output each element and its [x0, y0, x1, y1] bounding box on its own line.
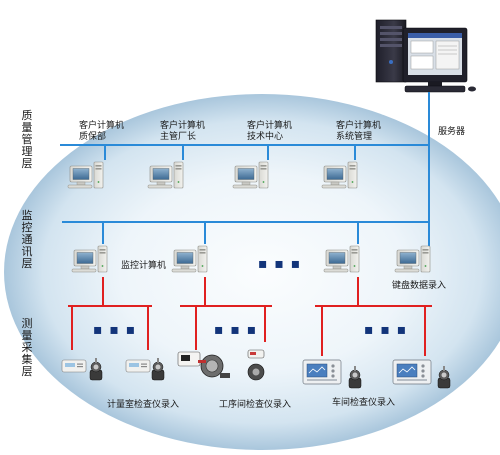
instrument-group-1-ellipsis: ▪ ▪ ▪	[93, 322, 137, 338]
client-label-2: 客户计算机 主管厂长	[160, 121, 205, 143]
client-label-2-line1: 客户计算机	[160, 121, 206, 131]
client-label-3-line1: 客户计算机	[247, 121, 293, 131]
instrument-group-1-label: 计量室检查仪录入	[107, 400, 180, 410]
instrument-group-2-label: 工序间检查仪录入	[219, 400, 292, 410]
layer-title-monitoring: 监控通讯层	[21, 209, 33, 270]
keyboard-entry-label: 键盘数据录入	[392, 281, 447, 291]
instrument-group-process	[177, 349, 265, 381]
client-label-4-line1: 客户计算机	[336, 121, 382, 131]
field-buses	[68, 277, 432, 356]
client-label-1-line1: 客户计算机	[79, 121, 125, 131]
layer-title-collection: 测量采集层	[21, 317, 33, 378]
client-label-1: 客户计算机 质保部	[79, 121, 124, 143]
server-label: 服务器	[438, 127, 466, 137]
server-computer	[375, 19, 476, 93]
client-label-3: 客户计算机 技术中心	[247, 121, 292, 143]
client-label-4-line2: 系统管理	[336, 132, 373, 142]
client-label-2-line2: 主管厂长	[160, 132, 197, 142]
client-label-3-line2: 技术中心	[247, 132, 284, 142]
layer-title-management: 质量管理层	[21, 109, 33, 170]
client-label-1-line2: 质保部	[79, 132, 107, 142]
instrument-group-3-ellipsis: ▪ ▪ ▪	[364, 322, 408, 338]
instrument-group-2-ellipsis: ▪ ▪ ▪	[214, 322, 258, 338]
monitor-computer-label: 监控计算机	[121, 261, 167, 271]
monitor-ellipsis: ▪ ▪ ▪	[258, 256, 302, 272]
client-label-4: 客户计算机 系统管理	[336, 121, 381, 143]
instrument-group-3-label: 车间检查仪录入	[332, 398, 396, 408]
network-lines	[60, 92, 430, 252]
